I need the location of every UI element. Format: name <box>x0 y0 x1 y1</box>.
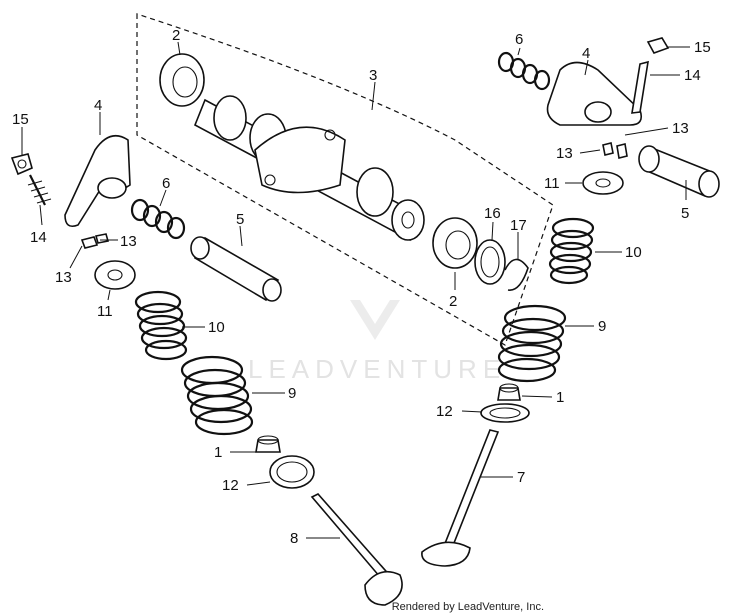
callout-16: 16 <box>484 205 501 222</box>
watermark-text: LEADVENTURE <box>248 354 506 384</box>
callout-15-right: 15 <box>694 39 711 56</box>
leader-lines <box>21 41 690 539</box>
callout-1-left: 1 <box>214 444 222 461</box>
credit-text: Rendered by LeadVenture, Inc. <box>391 601 544 613</box>
callout-4-left: 4 <box>94 97 102 114</box>
camshaft-bearing-left[interactable] <box>159 53 205 107</box>
camshaft-bearing-right[interactable] <box>432 217 478 269</box>
watermark: LEADVENTURE <box>248 300 506 384</box>
callout-1-right: 1 <box>556 389 564 406</box>
rocker-arm-right[interactable] <box>546 61 643 126</box>
spring-seat-left[interactable] <box>269 455 315 489</box>
callout-6-right: 6 <box>515 31 523 48</box>
o-ring[interactable] <box>474 239 506 285</box>
callout-labels: 2 3 4 15 14 6 5 13 13 11 10 9 1 12 8 6 4… <box>12 27 711 547</box>
rocker-shaft-left[interactable] <box>190 236 282 302</box>
outer-valve-spring-right[interactable] <box>497 304 567 383</box>
callout-13-right-a: 13 <box>672 120 689 137</box>
callout-6-left: 6 <box>162 175 170 192</box>
adjusting-screw-left[interactable] <box>27 174 52 206</box>
inner-valve-spring-left[interactable] <box>134 290 188 361</box>
rocker-spring-left[interactable] <box>130 198 186 240</box>
callout-17: 17 <box>510 217 527 234</box>
stem-seal-right[interactable] <box>497 383 521 401</box>
adjusting-screw-right[interactable] <box>631 60 649 114</box>
callout-13-left-a: 13 <box>120 233 137 250</box>
rocker-spring-right[interactable] <box>497 51 551 91</box>
rocker-shaft-right[interactable] <box>638 145 720 198</box>
callout-12-right: 12 <box>436 403 453 420</box>
callout-15-left: 15 <box>12 111 29 128</box>
lock-nut-left[interactable] <box>10 153 33 176</box>
valve-cotter-right-b[interactable] <box>616 143 628 159</box>
callout-10-right: 10 <box>625 244 642 261</box>
callout-13-left-b: 13 <box>55 269 72 286</box>
callout-10-left: 10 <box>208 319 225 336</box>
outer-valve-spring-left[interactable] <box>180 355 254 436</box>
callout-7: 7 <box>517 469 525 486</box>
callout-3: 3 <box>369 67 377 84</box>
camshaft[interactable] <box>193 95 425 242</box>
rocker-arm-left[interactable] <box>64 134 131 228</box>
spring-seat-right[interactable] <box>480 403 530 423</box>
callout-14-left: 14 <box>30 229 47 246</box>
exhaust-valve[interactable] <box>310 493 403 606</box>
spring-retainer-right[interactable] <box>582 171 624 195</box>
callout-11-left: 11 <box>97 303 113 320</box>
lock-nut-right[interactable] <box>646 37 670 54</box>
camshaft-group-outline <box>136 13 554 346</box>
stem-seal-left[interactable] <box>255 435 281 453</box>
callout-11-right: 11 <box>544 175 560 192</box>
callout-4-right: 4 <box>582 45 590 62</box>
callout-14-right: 14 <box>684 67 701 84</box>
callout-12-left: 12 <box>222 477 239 494</box>
callout-9-right: 9 <box>598 318 606 335</box>
callout-13-right-b: 13 <box>556 145 573 162</box>
circlip[interactable] <box>504 258 529 291</box>
callout-2-top: 2 <box>172 27 180 44</box>
spring-retainer-left[interactable] <box>94 260 136 290</box>
valve-cotter-right-a[interactable] <box>602 142 614 156</box>
callout-2-bottom: 2 <box>449 293 457 310</box>
valve-cotter-left-b[interactable] <box>94 233 110 244</box>
intake-valve[interactable] <box>421 429 500 567</box>
callout-8: 8 <box>290 530 298 547</box>
callout-5-left: 5 <box>236 211 244 228</box>
valve-cotter-left-a[interactable] <box>80 236 99 249</box>
callout-5-right: 5 <box>681 205 689 222</box>
callout-9-left: 9 <box>288 385 296 402</box>
inner-valve-spring-right[interactable] <box>548 217 595 285</box>
